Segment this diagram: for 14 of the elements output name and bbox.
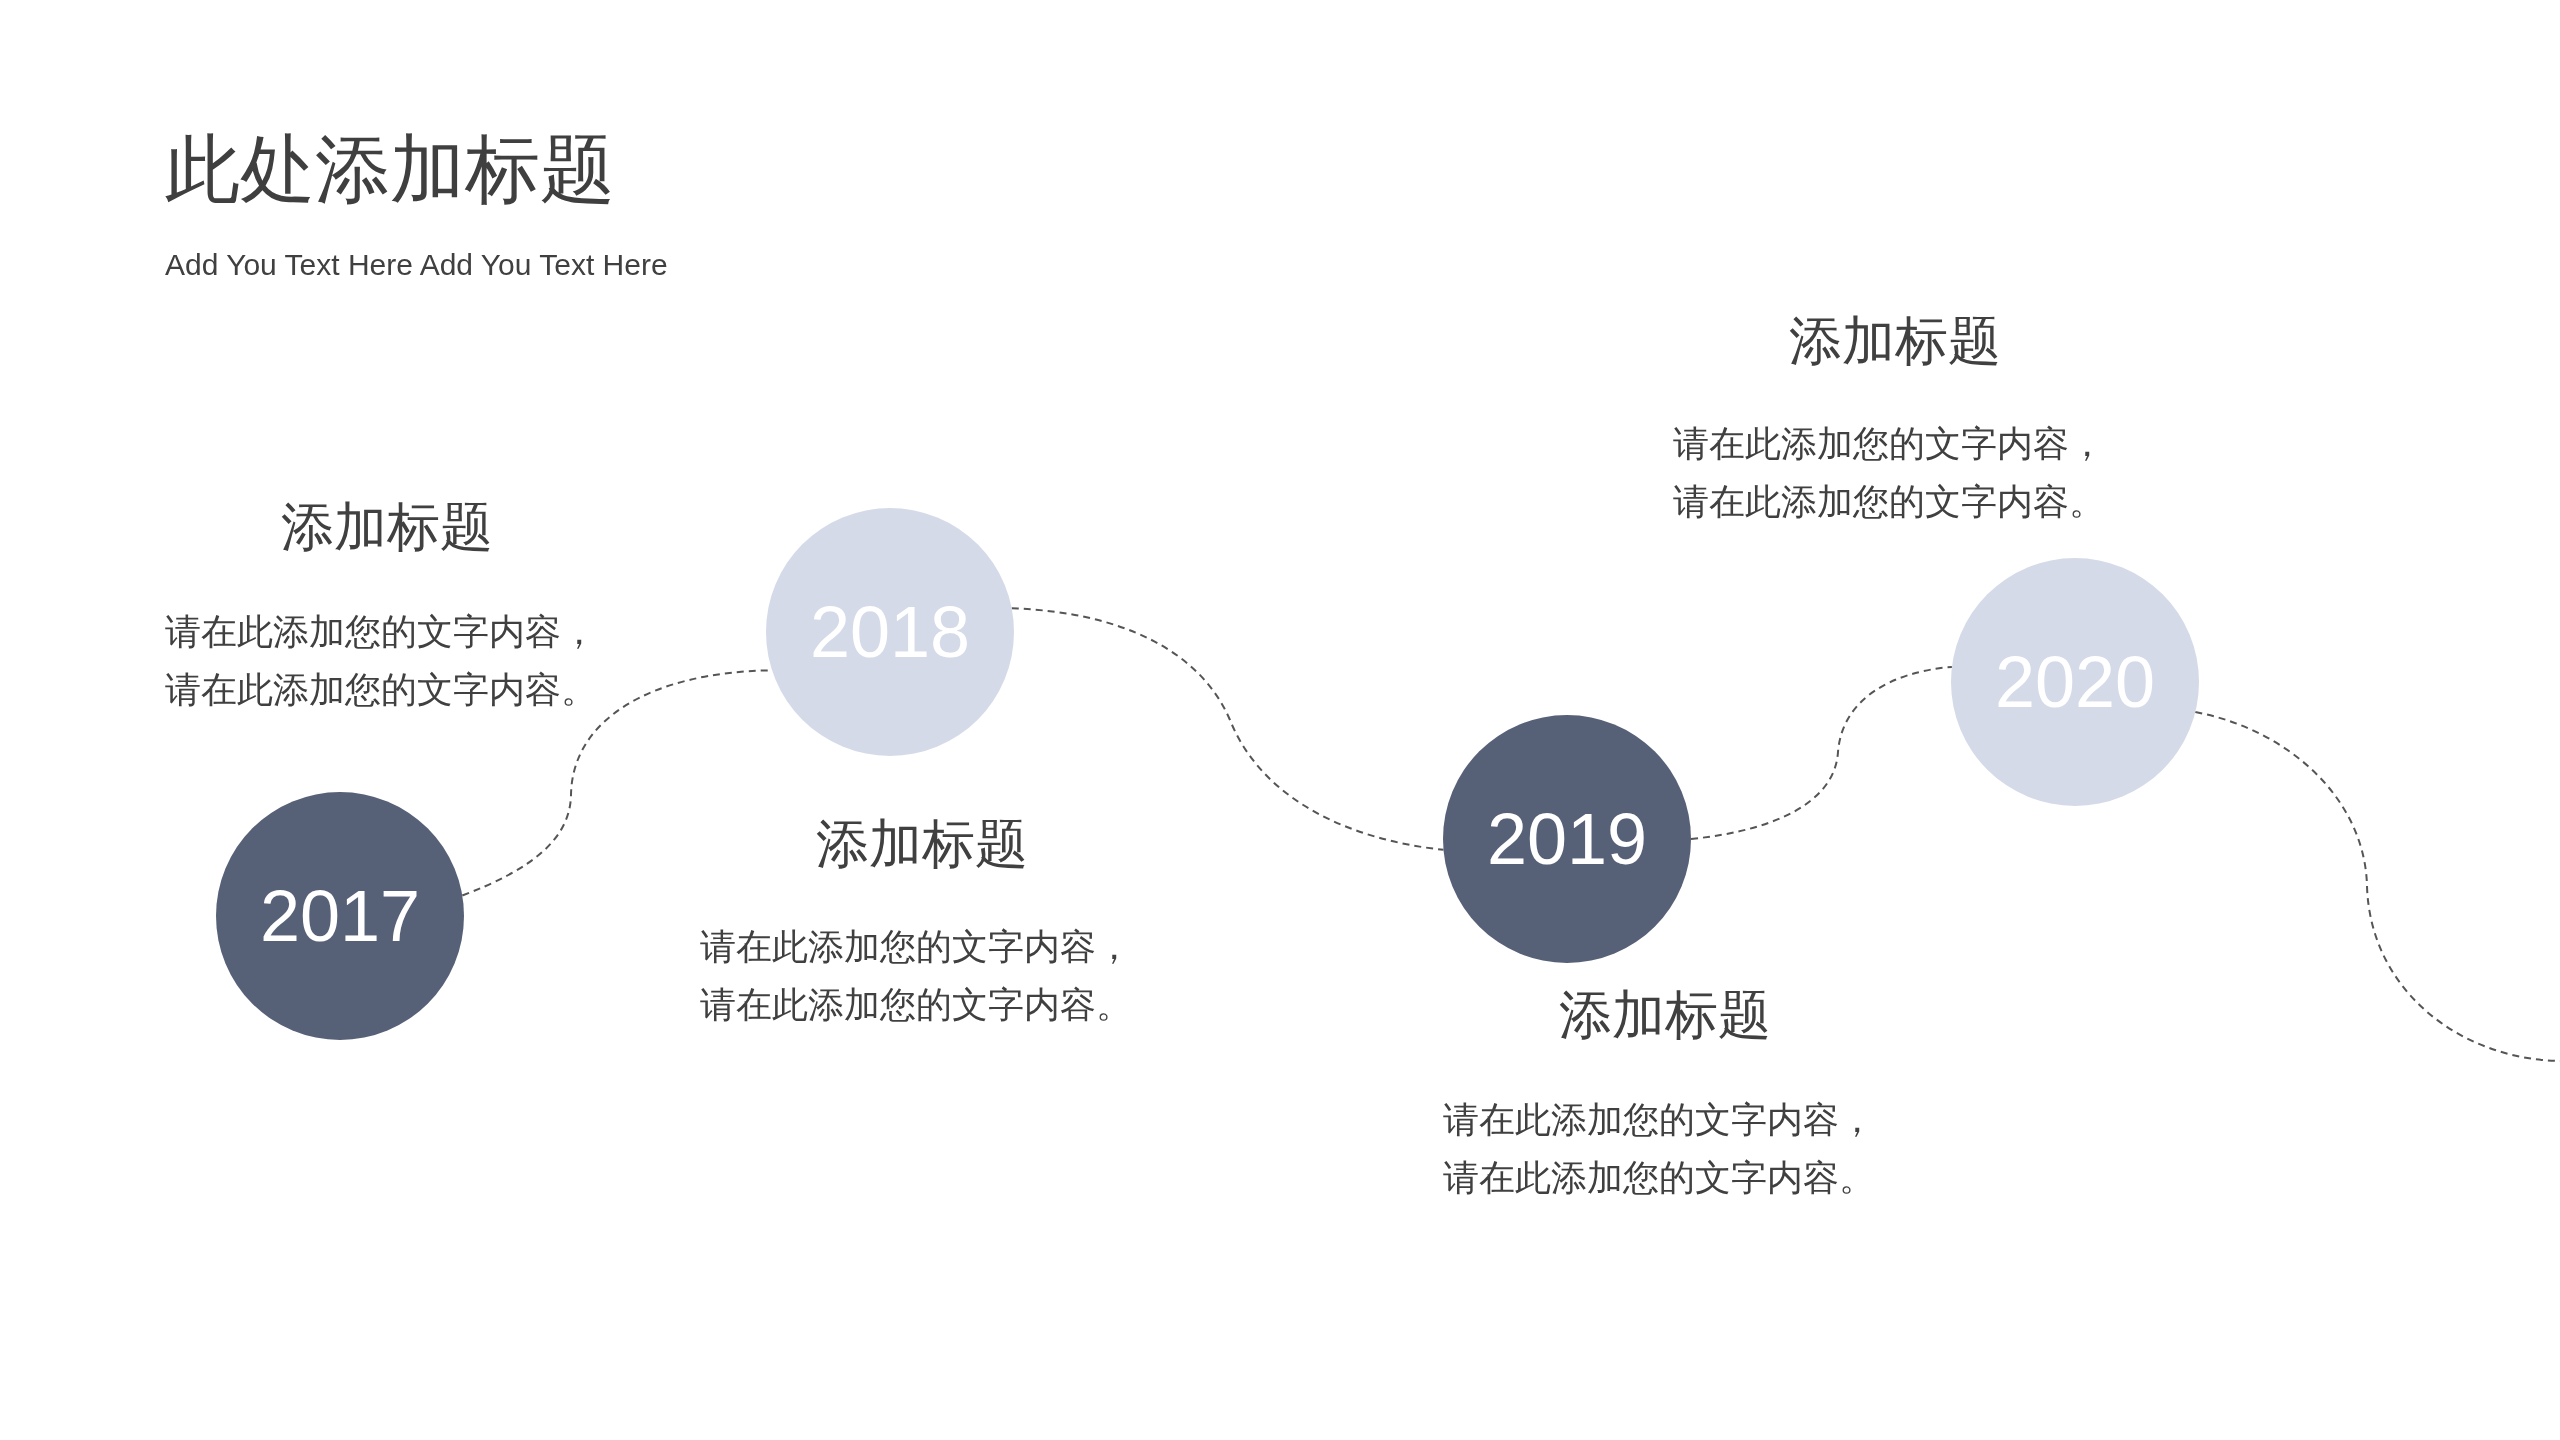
description-text: 请在此添加您的文字内容，请在此添加您的文字内容。 (1443, 1098, 1876, 1200)
year-label: 2019 (1486, 803, 1648, 875)
description-text: 请在此添加您的文字内容，请在此添加您的文字内容。 (700, 925, 1133, 1027)
description-text: 请在此添加您的文字内容，请在此添加您的文字内容。 (1673, 422, 2106, 524)
heading-text: 添加标题 (1787, 310, 2002, 372)
title: 此处添加标题 (165, 126, 615, 213)
subtitle: Add You Text Here Add You Text Here (165, 247, 668, 283)
connector-line (1010, 607, 1445, 851)
heading-text: 添加标题 (279, 496, 494, 558)
connector-line (1690, 665, 1953, 840)
heading-text: 添加标题 (814, 813, 1029, 875)
description-text: 请在此添加您的文字内容，请在此添加您的文字内容。 (165, 610, 598, 712)
heading-text: 添加标题 (1557, 984, 1772, 1046)
year-label: 2017 (259, 880, 421, 952)
